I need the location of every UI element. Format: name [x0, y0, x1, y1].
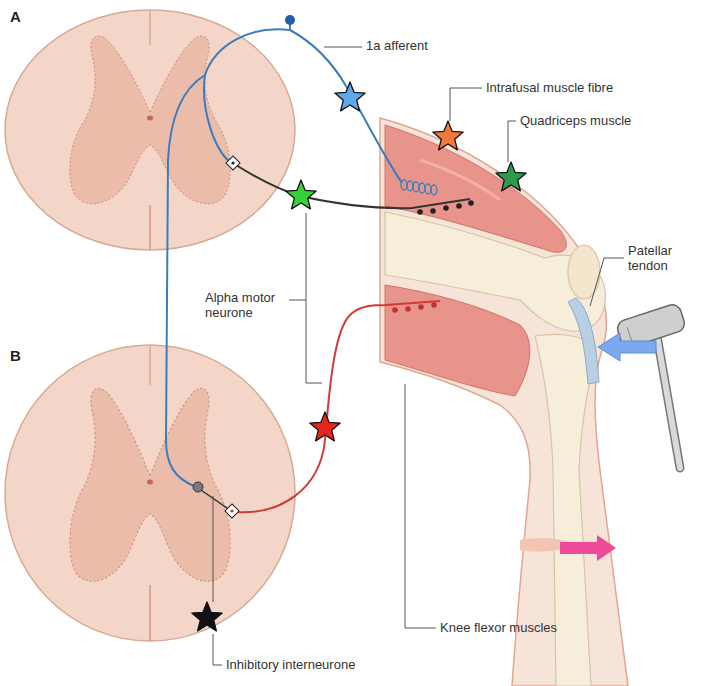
motor-axon: [236, 301, 440, 512]
skin: [380, 118, 628, 686]
grey-matter: [70, 388, 230, 581]
afferent-neurone: [166, 22, 402, 486]
part-label: Inhibitory interneurone: [226, 657, 355, 672]
end-plate: [468, 200, 474, 206]
end-plate: [443, 205, 449, 211]
synapse: [226, 156, 240, 170]
hammer-handle: [657, 336, 680, 468]
synapse-dot: [231, 161, 234, 164]
reflex-hammer: [615, 302, 686, 468]
leader-line: [213, 634, 222, 665]
leg: [380, 118, 628, 686]
synapse-dot: [230, 509, 233, 512]
ganglion-cell: [285, 15, 295, 25]
motor-axon: [236, 165, 470, 208]
hammer-handle-outline: [657, 336, 680, 468]
star-marker: [310, 412, 340, 441]
leader-line: [508, 121, 516, 162]
white-matter: [5, 345, 295, 641]
bracket-line: [306, 213, 322, 383]
panel-letter: B: [10, 347, 21, 364]
alpha-motor-a: [236, 165, 474, 215]
synapse: [225, 504, 239, 518]
end-plate: [418, 304, 424, 310]
knee-flexors: [385, 285, 530, 396]
star-marker: [192, 602, 222, 631]
star-markers: [192, 82, 526, 631]
white-matter: [5, 10, 295, 250]
part-label: Quadriceps muscle: [520, 113, 631, 128]
spinal-cord-b: [5, 345, 295, 641]
part-label: 1a afferent: [366, 38, 428, 53]
end-plate: [405, 306, 411, 312]
coil-loop: [425, 184, 431, 194]
dorsal-sulcus: [149, 345, 151, 385]
tap-arrow: [598, 333, 656, 361]
part-label: Intrafusal muscle fibre: [486, 80, 613, 95]
patellar-tendon: [568, 298, 599, 384]
end-plate: [430, 208, 436, 214]
ventral-fissure: [149, 205, 151, 250]
central-canal: [147, 480, 153, 485]
star-marker: [496, 162, 526, 191]
interneurone-body: [193, 482, 203, 492]
star-marker: [433, 121, 463, 150]
part-label: Knee flexor muscles: [440, 620, 557, 635]
interneurone-axon: [198, 488, 230, 510]
coil-loop: [407, 181, 413, 191]
coil-loop: [431, 185, 437, 195]
leader-line: [213, 496, 214, 602]
spindle-coil: [401, 180, 437, 195]
synapses: [193, 156, 240, 518]
leader-lines: [213, 47, 624, 665]
star-marker: [286, 180, 316, 209]
afferent-branch: [166, 75, 205, 486]
central-canal: [147, 116, 153, 121]
alpha-motor-b: [236, 301, 440, 512]
leader-line: [450, 88, 482, 121]
end-plate: [392, 307, 398, 313]
ventral-fissure: [149, 585, 151, 641]
leader-line: [289, 300, 306, 301]
part-label: Alpha motor neurone: [205, 290, 287, 320]
leader-line: [324, 47, 362, 48]
dorsal-sulcus: [149, 10, 151, 45]
spinal-cord-a: [5, 10, 295, 250]
leader-line: [405, 384, 436, 628]
panel-letter: A: [10, 8, 21, 25]
kick-arrow: [560, 535, 616, 561]
patella: [568, 245, 600, 299]
star-marker: [335, 82, 365, 111]
coil-loop: [419, 183, 425, 193]
end-plate: [417, 209, 423, 215]
end-plate: [456, 203, 462, 209]
coil-loop: [413, 182, 419, 192]
part-label: Patellar tendon: [628, 243, 690, 273]
end-plate: [431, 302, 437, 308]
grey-matter: [70, 36, 230, 204]
leader-line: [590, 258, 624, 306]
intrafusal-fibre: [420, 160, 500, 200]
afferent-central: [204, 29, 290, 162]
